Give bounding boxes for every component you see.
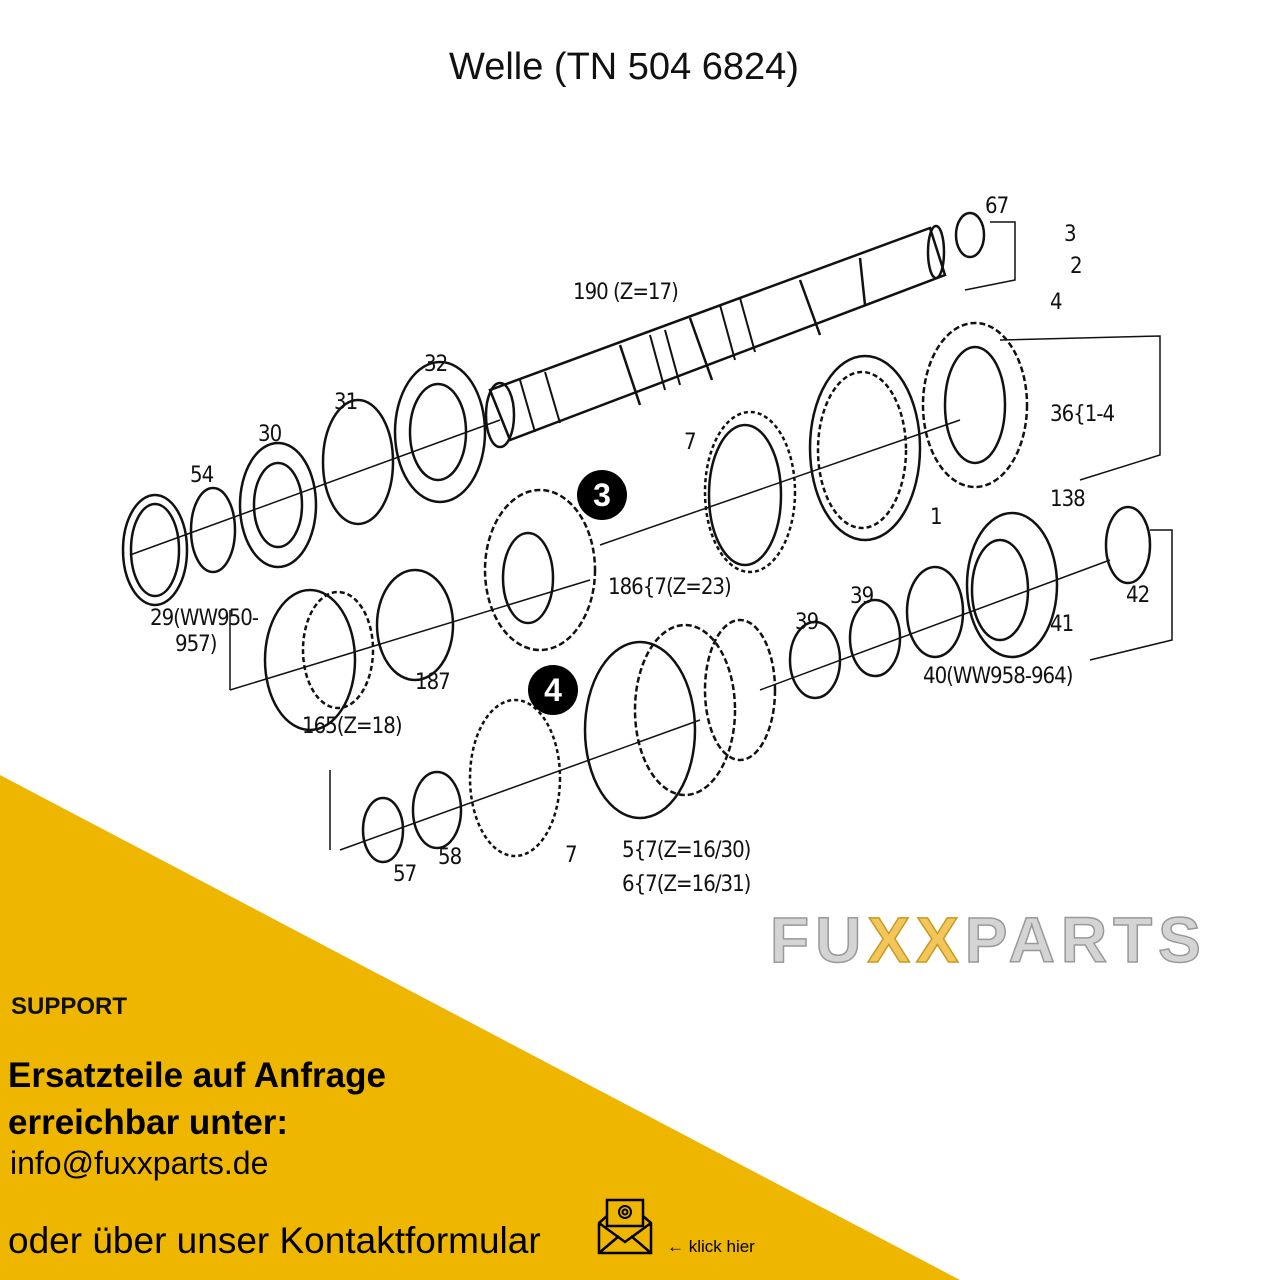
gear-186 xyxy=(483,488,597,652)
needle-187 xyxy=(375,568,455,682)
part-label-30: 30 xyxy=(258,422,282,447)
part-label-42: 42 xyxy=(1126,583,1150,608)
part-label-4: 4 xyxy=(1050,290,1063,315)
part-label-187: 187 xyxy=(415,670,451,695)
part-label-54: 54 xyxy=(190,463,214,488)
cage-39b xyxy=(848,598,902,678)
callout-badge-4: 4 xyxy=(528,665,578,715)
part-label-58: 58 xyxy=(438,845,462,870)
watermark-mid: XX xyxy=(867,904,965,976)
support-line-1: Ersatzteile auf Anfrage xyxy=(8,1056,386,1095)
part-label-31: 31 xyxy=(334,390,358,415)
click-here-link[interactable]: ← klick hier xyxy=(667,1237,755,1256)
exploded-shaft-diagram xyxy=(121,211,1173,864)
fuxxparts-watermark: FUXXPARTS xyxy=(769,904,1207,976)
part-label-32: 32 xyxy=(424,352,448,377)
part-label-67: 67 xyxy=(985,194,1009,219)
cage-39a xyxy=(788,620,842,700)
gear-165 xyxy=(263,588,357,732)
callout-badge-3: 3 xyxy=(577,470,627,520)
part-label-186: 186{7(Z=23) xyxy=(608,575,732,600)
part-label-36: 36{1-4 xyxy=(1050,402,1115,427)
cage-58 xyxy=(411,770,463,850)
part-label-7b: 7 xyxy=(565,843,578,868)
part-label-2: 2 xyxy=(1070,254,1083,279)
support-headline: Ersatzteile auf Anfrage erreichbar unter… xyxy=(8,1052,386,1146)
bearing-67 xyxy=(954,211,986,259)
part-label-1: 1 xyxy=(930,505,943,530)
ring-57 xyxy=(361,796,405,864)
gear-5-6 xyxy=(583,640,697,820)
contact-form-text: oder über unser Kontaktformular xyxy=(8,1220,541,1261)
sleeve-1 xyxy=(808,354,922,542)
ring-29 xyxy=(121,493,189,607)
part-label-3: 3 xyxy=(1064,222,1077,247)
part-label-57: 57 xyxy=(393,862,417,887)
bearing-30 xyxy=(238,441,318,569)
ring-42 xyxy=(1104,505,1152,585)
sync-ring-7 xyxy=(703,410,797,574)
sync-ring-7b xyxy=(468,698,562,858)
part-label-40: 40(WW958-964) xyxy=(923,664,1073,689)
ring-54 xyxy=(189,486,237,574)
bearing-32 xyxy=(393,360,487,504)
watermark-left: FU xyxy=(769,904,868,976)
support-heading: SUPPORT xyxy=(11,993,128,1020)
part-label-190: 190 (Z=17) xyxy=(573,280,679,305)
part-label-29: 29(WW950- xyxy=(150,606,259,631)
part-label-39b: 39 xyxy=(850,584,874,609)
part-label-39a: 39 xyxy=(795,610,819,635)
page-title: Welle (TN 504 6824) xyxy=(449,46,799,88)
part-label-7a: 7 xyxy=(684,430,697,455)
mail-at-icon[interactable] xyxy=(597,1198,653,1256)
shaft-190 xyxy=(484,224,947,449)
part-label-138: 138 xyxy=(1050,487,1086,512)
support-line-2: erreichbar unter: xyxy=(8,1103,289,1142)
part-label-41: 41 xyxy=(1050,612,1074,637)
support-email-link[interactable]: info@fuxxparts.de xyxy=(10,1145,269,1181)
part-label-6: 6{7(Z=16/31) xyxy=(622,872,751,897)
watermark-right: PARTS xyxy=(964,904,1207,976)
hub-36 xyxy=(921,321,1029,489)
ring-31 xyxy=(321,398,395,526)
part-label-29-cont: 957) xyxy=(175,632,217,657)
part-label-5: 5{7(Z=16/30) xyxy=(622,838,751,863)
part-label-165: 165(Z=18) xyxy=(302,714,403,739)
bearing-41 xyxy=(965,511,1059,659)
ring-40 xyxy=(905,565,965,659)
